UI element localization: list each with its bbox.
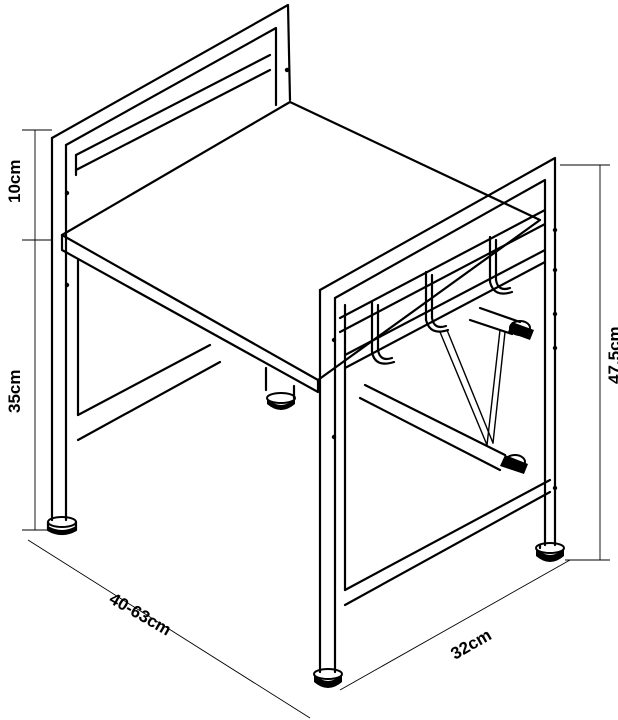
back-side-frame <box>50 3 292 522</box>
back-right-leg <box>264 366 296 410</box>
foot-front-right <box>535 542 565 562</box>
top-rail-height-label: 10cm <box>5 160 24 203</box>
extension-tubes <box>358 306 534 474</box>
depth-label: 32cm <box>448 625 495 663</box>
seat-board <box>60 100 542 394</box>
seat-height-label: 35cm <box>5 370 24 413</box>
hanging-hooks <box>370 235 514 365</box>
foot-back-left <box>46 516 78 536</box>
width-range-label: 40-63cm <box>106 589 174 639</box>
dimension-lines <box>22 129 610 719</box>
front-side-frame <box>318 156 558 674</box>
foot-front-left <box>313 668 343 688</box>
total-height-label: 47.5cm <box>605 326 618 384</box>
